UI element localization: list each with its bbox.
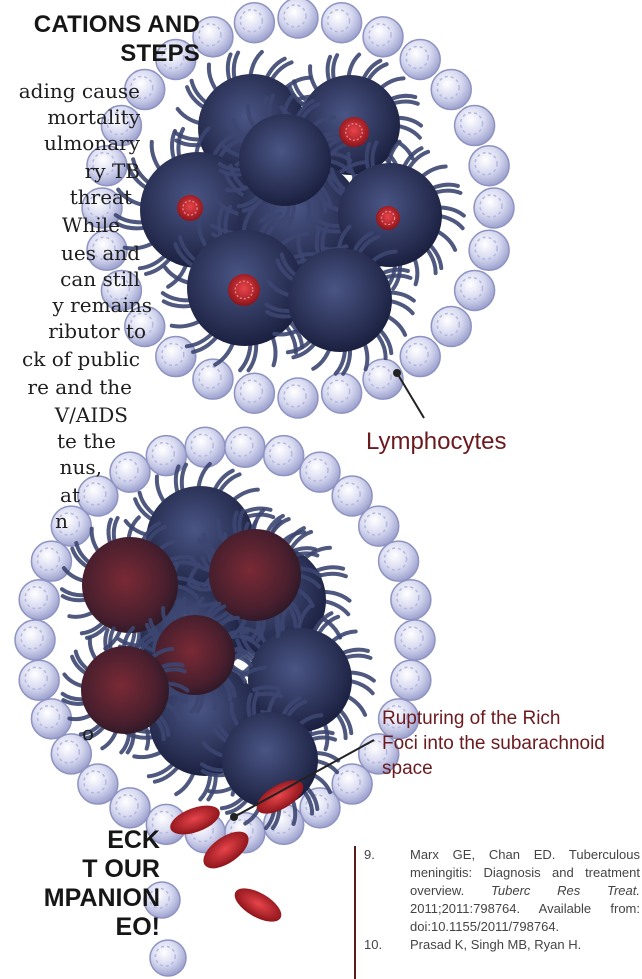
- rich-focus: [177, 195, 203, 221]
- body-line: ributor to: [48, 318, 146, 344]
- body-line: o: [82, 720, 94, 746]
- reference-text: Marx GE, Chan ED. Tuberculous meningitis…: [410, 846, 640, 936]
- rupture-label-line-1: Rupturing of the Rich: [382, 706, 605, 731]
- callout-line-1: ECK: [0, 826, 160, 855]
- body-line: n: [55, 508, 68, 534]
- lymphocyte-pointer-line: [397, 373, 424, 418]
- lymphocytes-label: Lymphocytes: [366, 428, 507, 456]
- body-line: threat: [70, 184, 132, 210]
- reference-text: Prasad K, Singh MB, Ryan H.: [410, 936, 640, 954]
- callout-line-2: T OUR: [0, 855, 160, 884]
- body-line: ry TB: [85, 158, 140, 184]
- body-line: can still: [60, 266, 140, 292]
- body-line: te the: [57, 428, 116, 454]
- body-line: y remains: [53, 292, 152, 318]
- rupture-label-line-3: space: [382, 756, 605, 781]
- released-bacilli: [229, 882, 286, 929]
- body-line: While: [62, 212, 120, 238]
- body-line: at: [60, 482, 80, 508]
- rich-focus: [339, 117, 369, 147]
- reference-item: 10. Prasad K, Singh MB, Ryan H.: [356, 936, 640, 954]
- lymphocyte: [150, 940, 186, 976]
- caseating-focus: [81, 646, 169, 734]
- lymphocyte-pointer-dot: [393, 369, 401, 377]
- reference-item: 9. Marx GE, Chan ED. Tuberculous meningi…: [356, 846, 640, 936]
- body-line: re and the: [28, 374, 132, 400]
- callout-line-3: MPANION: [0, 884, 160, 913]
- reference-number: 9.: [364, 846, 375, 864]
- reference-list: 9. Marx GE, Chan ED. Tuberculous meningi…: [354, 846, 640, 979]
- video-callout: ECK T OUR MPANION EO!: [0, 826, 160, 942]
- macrophage: [239, 114, 331, 206]
- body-line: ck of public: [22, 346, 140, 372]
- rupture-label-line-2: Foci into the subarachnoid: [382, 731, 605, 756]
- rupture-label: Rupturing of the Rich Foci into the suba…: [382, 706, 605, 781]
- journal-name: Tuberc Res Treat.: [491, 883, 640, 898]
- heading-line-1: CATIONS AND: [0, 10, 200, 39]
- reference-number: 10.: [364, 936, 382, 954]
- body-line: V/AIDS: [55, 402, 128, 428]
- body-line: mortality: [47, 104, 140, 130]
- callout-line-4: EO!: [0, 913, 160, 942]
- body-line: ulmonary: [44, 130, 140, 156]
- body-line: nus,: [60, 454, 102, 480]
- rupture-pointer-dot: [230, 813, 238, 821]
- body-line: ading cause: [19, 78, 140, 104]
- macrophage: [288, 248, 392, 352]
- rich-focus: [376, 206, 400, 230]
- rich-focus: [228, 274, 260, 306]
- heading-line-2: STEPS: [0, 39, 200, 68]
- body-line: ues and: [61, 240, 140, 266]
- section-heading: CATIONS AND STEPS: [0, 10, 200, 68]
